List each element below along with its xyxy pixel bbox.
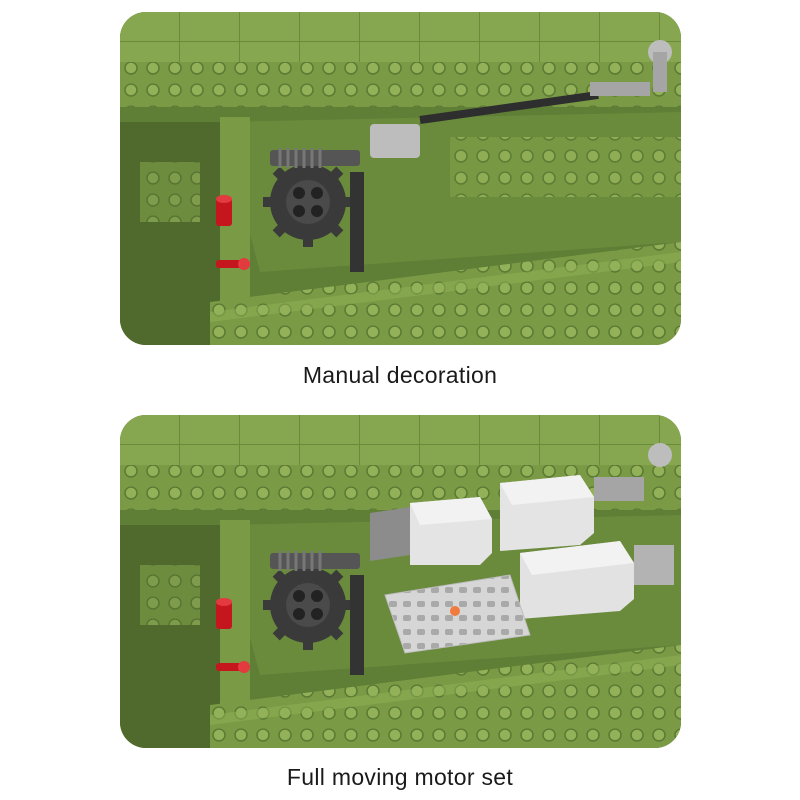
motor-icon [370,497,492,565]
red-lever-icon [216,598,232,629]
power-light-icon [450,606,460,616]
left-bay [120,525,220,748]
left-studs [140,162,200,222]
technic-beam [350,575,364,675]
spring-icon [270,148,360,168]
floor-studs [450,137,681,197]
red-valve-icon [216,258,250,270]
battery-box [384,574,531,654]
spring-icon [270,551,360,571]
front-edge [210,655,681,725]
red-valve-icon [216,661,250,673]
caption-manual-decoration: Manual decoration [302,362,498,388]
motor-set-image [120,415,681,748]
manual-decoration-scene [120,12,681,345]
drive-shaft [370,40,672,158]
front-edge [210,252,681,322]
gear-icon [263,560,353,650]
gear-icon [263,157,353,247]
technic-beam [350,172,364,272]
left-bay [120,122,220,345]
left-studs [140,565,200,625]
red-lever-icon [216,195,232,226]
manual-decoration-image [120,12,681,345]
caption-full-moving-motor-set: Full moving motor set [286,764,514,790]
motor-set-scene [120,415,681,748]
motor-icon [520,541,674,619]
motor-icon [500,443,672,551]
